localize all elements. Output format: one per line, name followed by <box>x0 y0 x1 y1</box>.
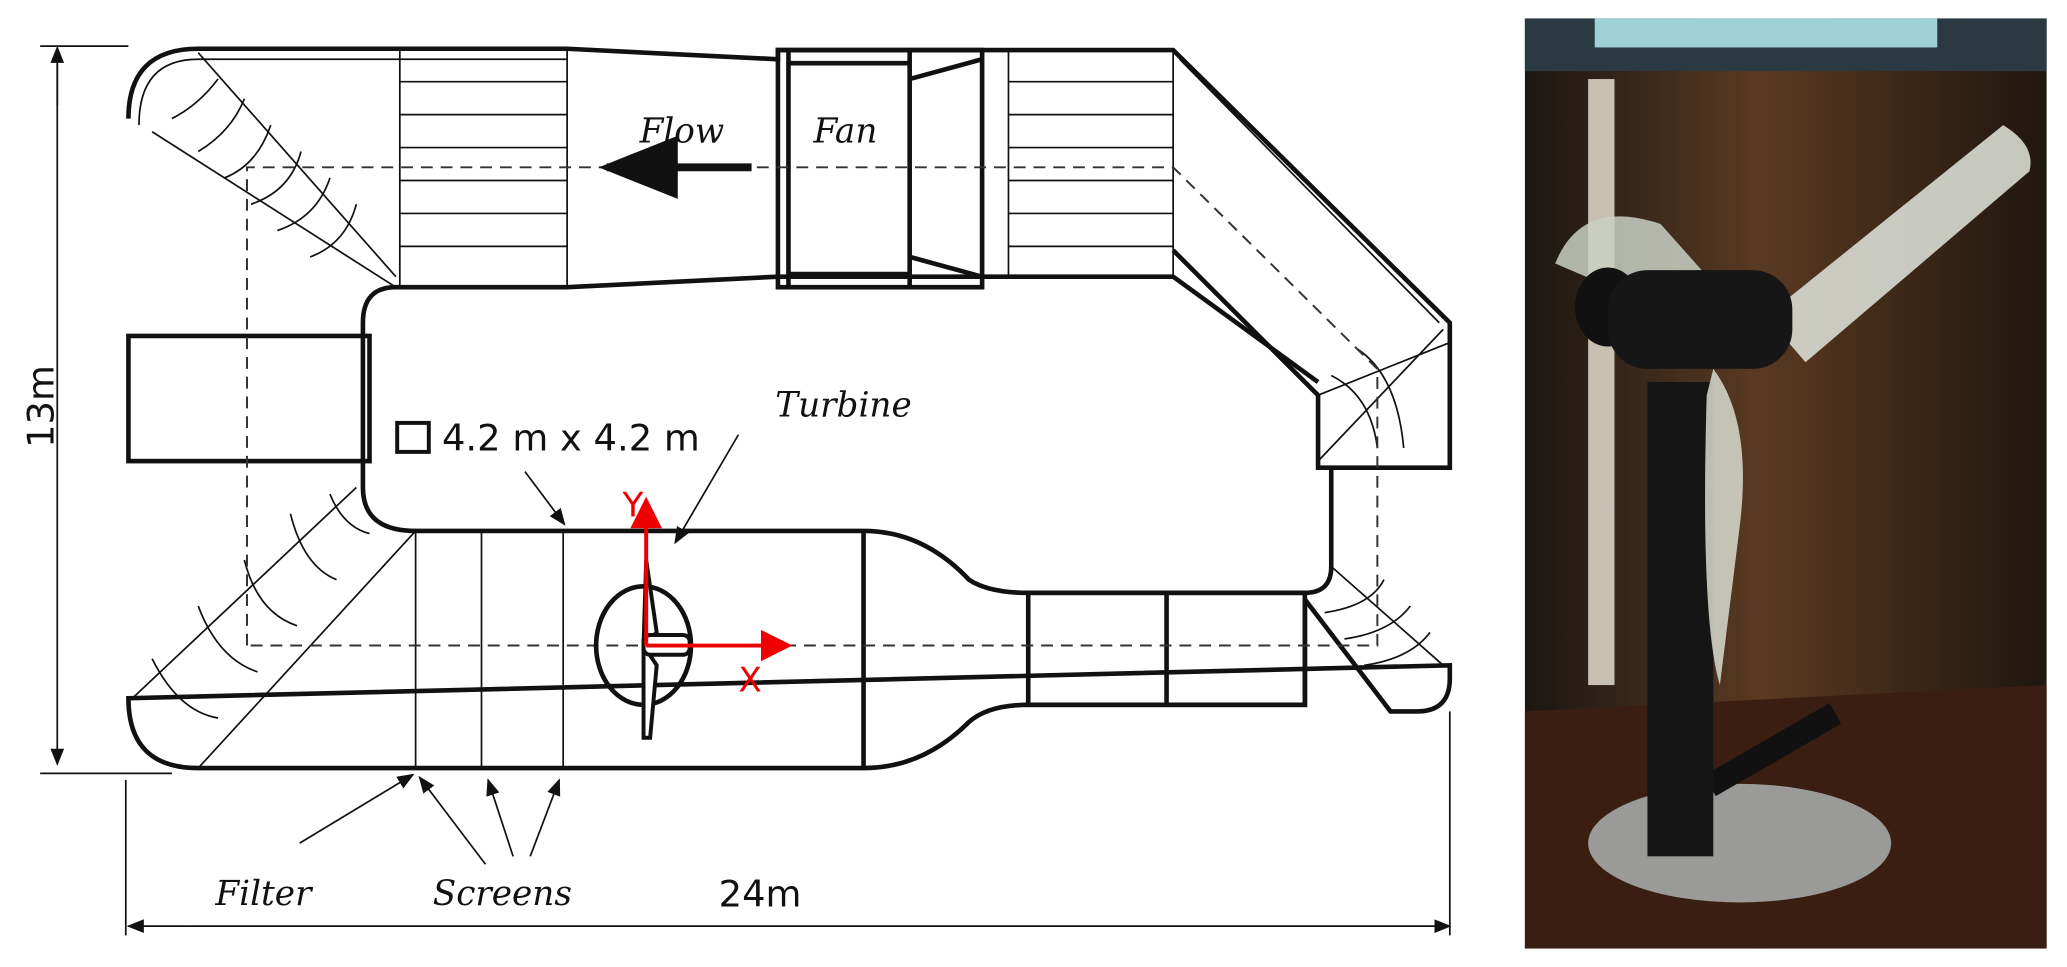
tunnel-diagram: Flow Fan Y X Turbine 4.2 m x 4.2 m Filte… <box>19 45 1453 936</box>
left-settling-box <box>126 333 372 464</box>
width-dim-label: 24m <box>719 872 802 915</box>
tunnel-centerline <box>246 166 1379 647</box>
x-axis-label: X <box>738 661 761 701</box>
filter-label: Filter <box>214 874 314 914</box>
turbine-photo <box>1524 18 2047 949</box>
height-dim-label: 13m <box>19 365 62 448</box>
screens-lines <box>414 530 565 769</box>
square-section-icon <box>395 420 431 454</box>
flow-label: Flow <box>639 111 725 151</box>
outer-wall-double <box>138 58 1440 324</box>
fan-section <box>775 47 985 290</box>
outer-wall <box>126 46 1453 771</box>
turning-vanes <box>131 52 1451 769</box>
turbine-label: Turbine <box>775 385 911 425</box>
screens-label: Screens <box>433 874 572 914</box>
filter-screens-pointers <box>299 773 561 865</box>
section-size-label: 4.2 m x 4.2 m <box>442 417 700 460</box>
diffuser-divider <box>861 530 1169 769</box>
fan-label: Fan <box>812 111 877 151</box>
fan-frame <box>786 50 983 288</box>
turbine-symbol <box>593 559 694 740</box>
y-axis-label: Y <box>621 485 643 525</box>
turbine-pointer <box>674 434 740 545</box>
section-pointer <box>524 471 566 526</box>
